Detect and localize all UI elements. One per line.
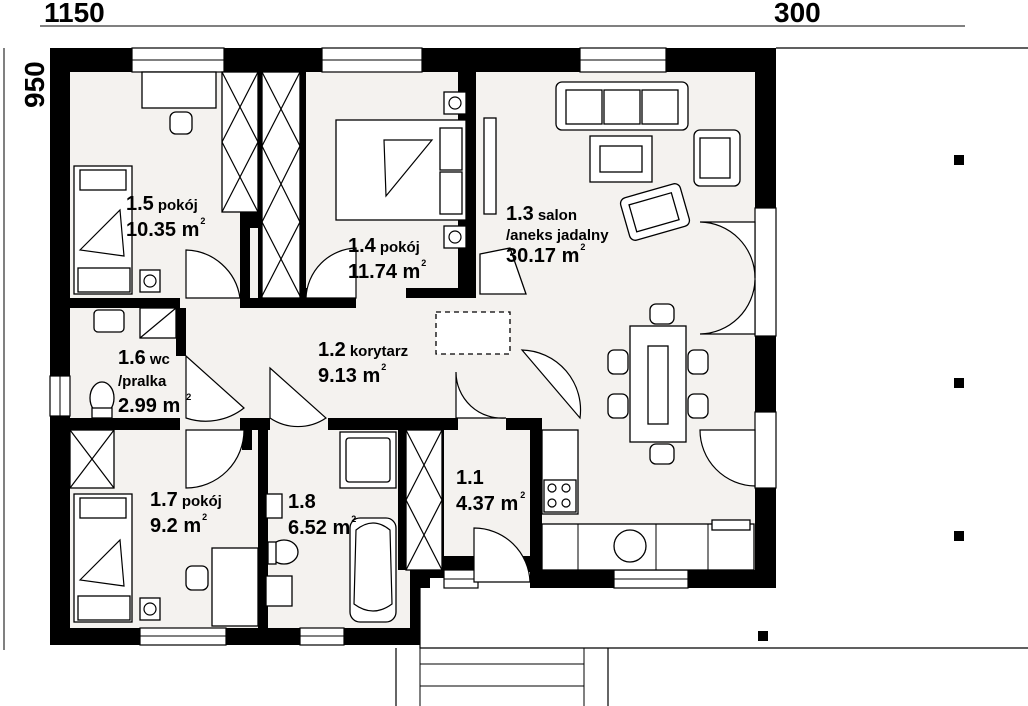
windows	[49, 47, 777, 646]
door-hall	[455, 371, 507, 419]
door-salon	[520, 349, 582, 420]
door-terrace-2	[699, 429, 756, 487]
salon-furniture	[479, 81, 741, 295]
door-entrance	[473, 527, 531, 583]
svg-text:10.35 m2: 10.35 m2	[126, 216, 205, 241]
door-room-1-7	[185, 429, 245, 489]
dining	[607, 303, 709, 465]
terrace-door-1	[754, 207, 777, 337]
door-room-1-5	[185, 249, 241, 299]
stairs-hatch	[435, 311, 511, 355]
dimension-width-label: 1150	[44, 0, 105, 28]
svg-text:/aneks jadalny: /aneks jadalny	[506, 227, 609, 244]
desks	[139, 71, 467, 627]
sanitary	[89, 309, 397, 623]
dimension-terrace-label: 300	[774, 0, 821, 28]
door-room-1-4	[305, 247, 357, 299]
door-terrace-1b	[699, 279, 756, 335]
svg-text:9.2 m2: 9.2 m2	[150, 512, 207, 537]
terrace-column-4	[758, 631, 768, 641]
label-room-1-8: 1.8 6.52 m2	[288, 491, 356, 539]
door-bath	[269, 366, 327, 428]
doors	[185, 221, 756, 583]
svg-text:11.74 m2: 11.74 m2	[348, 258, 426, 283]
door-wc	[185, 354, 245, 422]
terrace-column-3	[954, 531, 964, 541]
svg-text:1.8: 1.8	[288, 491, 316, 513]
dimension-lines: 1150 300 950	[3, 0, 965, 650]
svg-text:/pralka: /pralka	[118, 373, 167, 390]
door-terrace-1a	[699, 221, 756, 279]
svg-text:2.99 m2: 2.99 m2	[118, 392, 191, 417]
dimension-height-label: 950	[19, 61, 50, 108]
terrace-door-2	[754, 411, 777, 489]
kitchen	[541, 429, 755, 571]
terrace-column-1	[954, 155, 964, 165]
svg-text:4.37 m2: 4.37 m2	[456, 490, 525, 515]
wardrobes	[69, 71, 443, 571]
svg-text:6.52 m2: 6.52 m2	[288, 514, 356, 539]
svg-text:1.6wc: 1.6wc	[118, 347, 170, 369]
walls	[50, 48, 776, 645]
terrace-column-2	[954, 378, 964, 388]
svg-text:1.1: 1.1	[456, 467, 484, 489]
svg-text:30.17 m2: 30.17 m2	[506, 242, 585, 267]
svg-text:9.13 m2: 9.13 m2	[318, 362, 386, 387]
beds	[73, 119, 467, 623]
